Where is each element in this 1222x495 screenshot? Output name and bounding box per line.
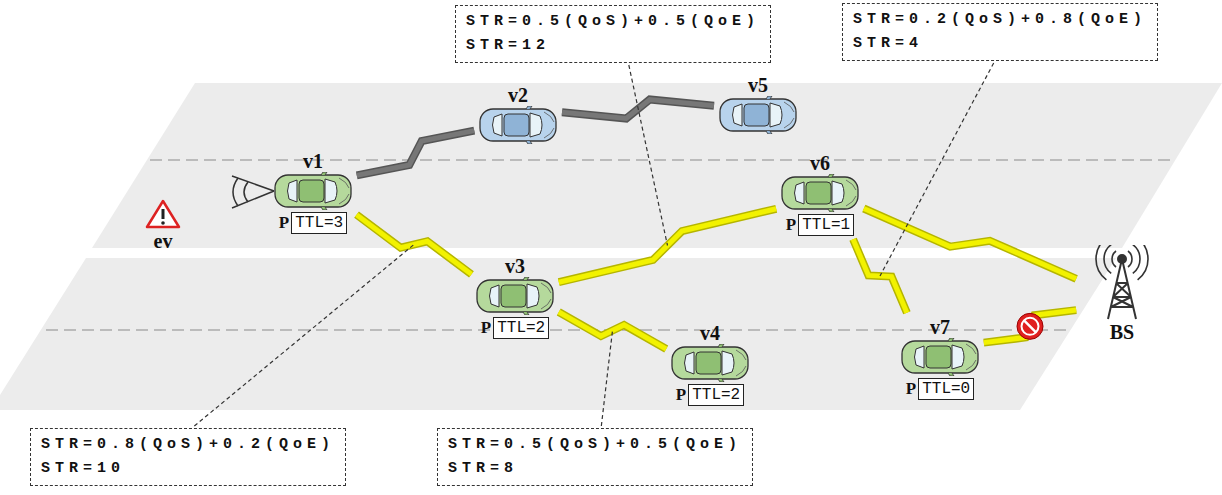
packet-tag: P [786, 215, 796, 235]
vehicle-label: v4 [700, 322, 720, 344]
leader-line [629, 65, 668, 246]
score-text: STR=10 [41, 457, 335, 481]
base-station: BS [1080, 245, 1164, 343]
vehicle-label: v7 [930, 316, 950, 338]
packet-row: PTTL=3 [279, 212, 347, 234]
vehicle-node: v4PTTL=2 [670, 322, 750, 406]
packet-tag: P [676, 385, 686, 405]
vehicle-node: v7PTTL=0 [900, 316, 980, 400]
link-outline [864, 209, 1076, 279]
road-lane-band [0, 258, 1116, 410]
station-label: BS [1110, 321, 1134, 343]
link-outline [357, 131, 475, 176]
car-icon [478, 106, 558, 144]
leader-line [880, 63, 994, 276]
score-text: STR=8 [448, 457, 742, 481]
blocked-sign [1017, 313, 1043, 339]
ttl-box: TTL=0 [918, 378, 974, 400]
car-icon [670, 344, 750, 382]
packet-row: PTTL=2 [676, 384, 744, 406]
vehicle-label: v5 [748, 74, 768, 96]
link-outline [357, 215, 472, 275]
leader-line [194, 245, 414, 427]
link-outline [559, 312, 666, 349]
wireless-link [357, 215, 472, 275]
score-text: STR=12 [466, 34, 760, 58]
link-outline [984, 310, 1076, 343]
vehicle-label: v1 [303, 150, 323, 172]
ttl-box: TTL=2 [493, 317, 549, 339]
formula-text: STR=0.5(QoS)+0.5(QoE) [448, 433, 742, 457]
vehicle-node: v1PTTL=3 [273, 150, 353, 234]
ttl-box: TTL=1 [798, 214, 854, 236]
warning-sign [145, 198, 181, 230]
metric-callout: STR=0.5(QoS)+0.5(QoE)STR=8 [437, 428, 753, 486]
vehicle-node: v6PTTL=1 [780, 152, 860, 236]
vehicle-label: v2 [508, 84, 528, 106]
vehicle-node: v3PTTL=2 [475, 255, 555, 339]
sensor-cone [232, 176, 274, 208]
vehicle-node: v5 [718, 74, 798, 134]
wireless-link [559, 312, 666, 349]
car-icon [900, 338, 980, 376]
packet-tag: P [481, 318, 491, 338]
car-icon [475, 277, 555, 315]
formula-text: STR=0.5(QoS)+0.5(QoE) [466, 10, 760, 34]
metric-callout: STR=0.2(QoS)+0.8(QoE)STR=4 [842, 3, 1158, 61]
event-label: ev [154, 230, 173, 252]
road-lane-band [92, 83, 1222, 248]
formula-text: STR=0.2(QoS)+0.8(QoE) [853, 8, 1147, 32]
score-text: STR=4 [853, 32, 1147, 56]
event-node: ev [145, 198, 181, 252]
wireless-link [864, 209, 1076, 279]
packet-row: PTTL=1 [786, 214, 854, 236]
packet-row: PTTL=2 [481, 317, 549, 339]
wireless-link [357, 131, 475, 176]
wireless-link [984, 310, 1076, 343]
metric-callout: STR=0.8(QoS)+0.2(QoE)STR=10 [30, 428, 346, 486]
formula-text: STR=0.8(QoS)+0.2(QoE) [41, 433, 335, 457]
ttl-box: TTL=2 [688, 384, 744, 406]
leader-line [601, 331, 612, 427]
car-icon [780, 174, 860, 212]
ttl-box: TTL=3 [291, 212, 347, 234]
vehicle-node: v2 [478, 84, 558, 144]
vehicle-label: v6 [810, 152, 830, 174]
vehicle-label: v3 [505, 255, 525, 277]
lane-divider [46, 329, 1068, 331]
base-station-icon [1080, 245, 1164, 321]
car-icon [273, 172, 353, 210]
packet-row: PTTL=0 [906, 378, 974, 400]
metric-callout: STR=0.5(QoS)+0.5(QoE)STR=12 [455, 5, 771, 63]
packet-tag: P [279, 213, 289, 233]
car-icon [718, 96, 798, 134]
packet-tag: P [906, 379, 916, 399]
